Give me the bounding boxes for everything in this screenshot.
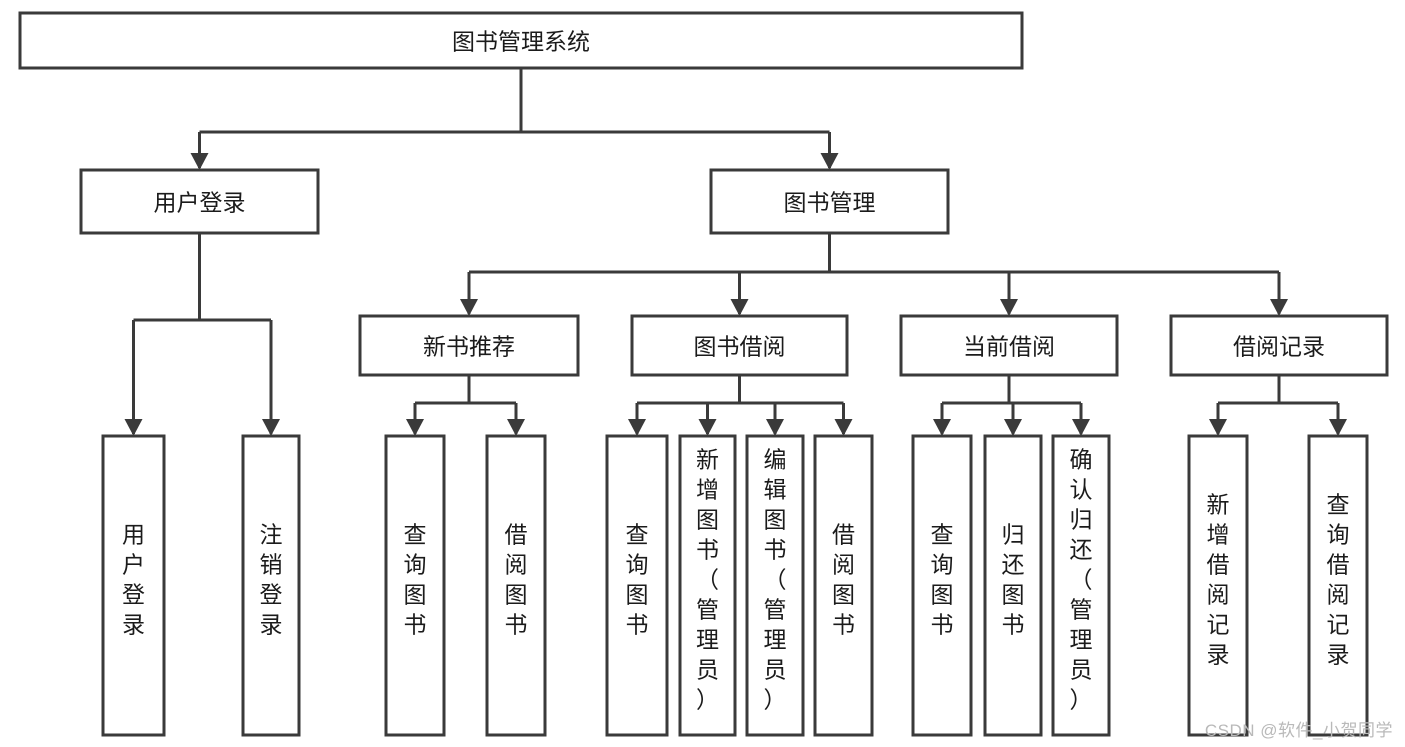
node-leaf-3[interactable]: 借阅图书: [485, 434, 547, 737]
node-box: [678, 434, 737, 737]
node-box: [101, 434, 166, 737]
node-leaf-1[interactable]: 注销登录: [241, 434, 301, 737]
node-level2-1[interactable]: 图书管理: [709, 168, 950, 235]
node-label: 查询图书: [626, 522, 649, 638]
node-leaf-4[interactable]: 查询图书: [605, 434, 669, 737]
node-label: 归还图书: [1002, 522, 1025, 638]
node-box: [813, 434, 874, 737]
node-leaf-0[interactable]: 用户登录: [101, 434, 166, 737]
node-box: [709, 168, 950, 235]
node-level3-3[interactable]: 借阅记录: [1169, 314, 1389, 377]
arrow-down-icon: [820, 153, 839, 170]
node-label: 查询图书: [404, 522, 427, 638]
node-label: 用户登录: [122, 522, 145, 638]
node-leaf-10[interactable]: 确认归还（管理员）: [1051, 434, 1111, 737]
arrow-down-icon: [190, 153, 209, 170]
node-box: [1051, 434, 1111, 737]
node-label: 查询图书: [931, 522, 954, 638]
node-level3-0[interactable]: 新书推荐: [358, 314, 580, 377]
node-leaf-11[interactable]: 新增借阅记录: [1187, 434, 1249, 737]
arrow-down-icon: [124, 419, 143, 436]
node-box: [983, 434, 1043, 737]
arrow-down-icon: [1209, 419, 1227, 436]
node-leaf-7[interactable]: 借阅图书: [813, 434, 874, 737]
node-leaf-12[interactable]: 查询借阅记录: [1307, 434, 1369, 737]
node-label: 用户登录: [154, 190, 246, 216]
arrow-down-icon: [460, 299, 478, 316]
node-box: [18, 11, 1024, 70]
arrow-down-icon: [766, 419, 784, 436]
connector-layer: [124, 68, 1347, 436]
node-box: [605, 434, 669, 737]
node-label: 图书借阅: [694, 334, 786, 360]
node-box: [1307, 434, 1369, 737]
arrow-down-icon: [1000, 299, 1018, 316]
node-label: 查询借阅记录: [1327, 492, 1350, 668]
node-box: [79, 168, 320, 235]
node-label: 图书管理: [784, 190, 876, 216]
node-box: [899, 314, 1119, 377]
arrow-down-icon: [698, 419, 717, 436]
node-label: 新增图书（管理员）: [696, 447, 719, 713]
arrow-down-icon: [262, 419, 280, 436]
node-box: [745, 434, 805, 737]
node-level3-2[interactable]: 当前借阅: [899, 314, 1119, 377]
node-box: [630, 314, 849, 377]
arrow-down-icon: [933, 419, 951, 436]
arrow-down-icon: [628, 419, 646, 436]
node-label: 新增借阅记录: [1207, 492, 1230, 668]
node-leaf-6[interactable]: 编辑图书（管理员）: [745, 434, 805, 737]
node-label: 借阅记录: [1233, 334, 1325, 360]
node-box: [384, 434, 446, 737]
node-box: [358, 314, 580, 377]
arrow-down-icon: [1329, 419, 1347, 436]
arrow-down-icon: [1270, 299, 1288, 316]
node-level3-1[interactable]: 图书借阅: [630, 314, 849, 377]
arrow-down-icon: [507, 419, 525, 436]
node-box: [241, 434, 301, 737]
node-label: 当前借阅: [963, 334, 1055, 360]
node-leaf-9[interactable]: 归还图书: [983, 434, 1043, 737]
node-label: 注销登录: [260, 522, 283, 638]
node-box: [1169, 314, 1389, 377]
node-layer: 图书管理系统用户登录图书管理新书推荐图书借阅当前借阅借阅记录用户登录注销登录查询…: [18, 11, 1389, 737]
arrow-down-icon: [1004, 419, 1022, 436]
node-root-0[interactable]: 图书管理系统: [18, 11, 1024, 70]
node-leaf-8[interactable]: 查询图书: [911, 434, 973, 737]
node-label: 图书管理系统: [452, 29, 590, 55]
arrow-down-icon: [406, 419, 424, 436]
node-label: 借阅图书: [505, 522, 528, 638]
node-label: 新书推荐: [423, 334, 515, 360]
node-label: 编辑图书（管理员）: [764, 447, 787, 713]
node-leaf-2[interactable]: 查询图书: [384, 434, 446, 737]
node-level2-0[interactable]: 用户登录: [79, 168, 320, 235]
node-box: [1187, 434, 1249, 737]
node-label: 确认归还（管理员）: [1070, 447, 1093, 713]
node-label: 借阅图书: [832, 522, 855, 638]
node-box: [485, 434, 547, 737]
arrow-down-icon: [730, 299, 749, 316]
arrow-down-icon: [1072, 419, 1090, 436]
node-box: [911, 434, 973, 737]
arrow-down-icon: [834, 419, 853, 436]
node-leaf-5[interactable]: 新增图书（管理员）: [678, 434, 737, 737]
